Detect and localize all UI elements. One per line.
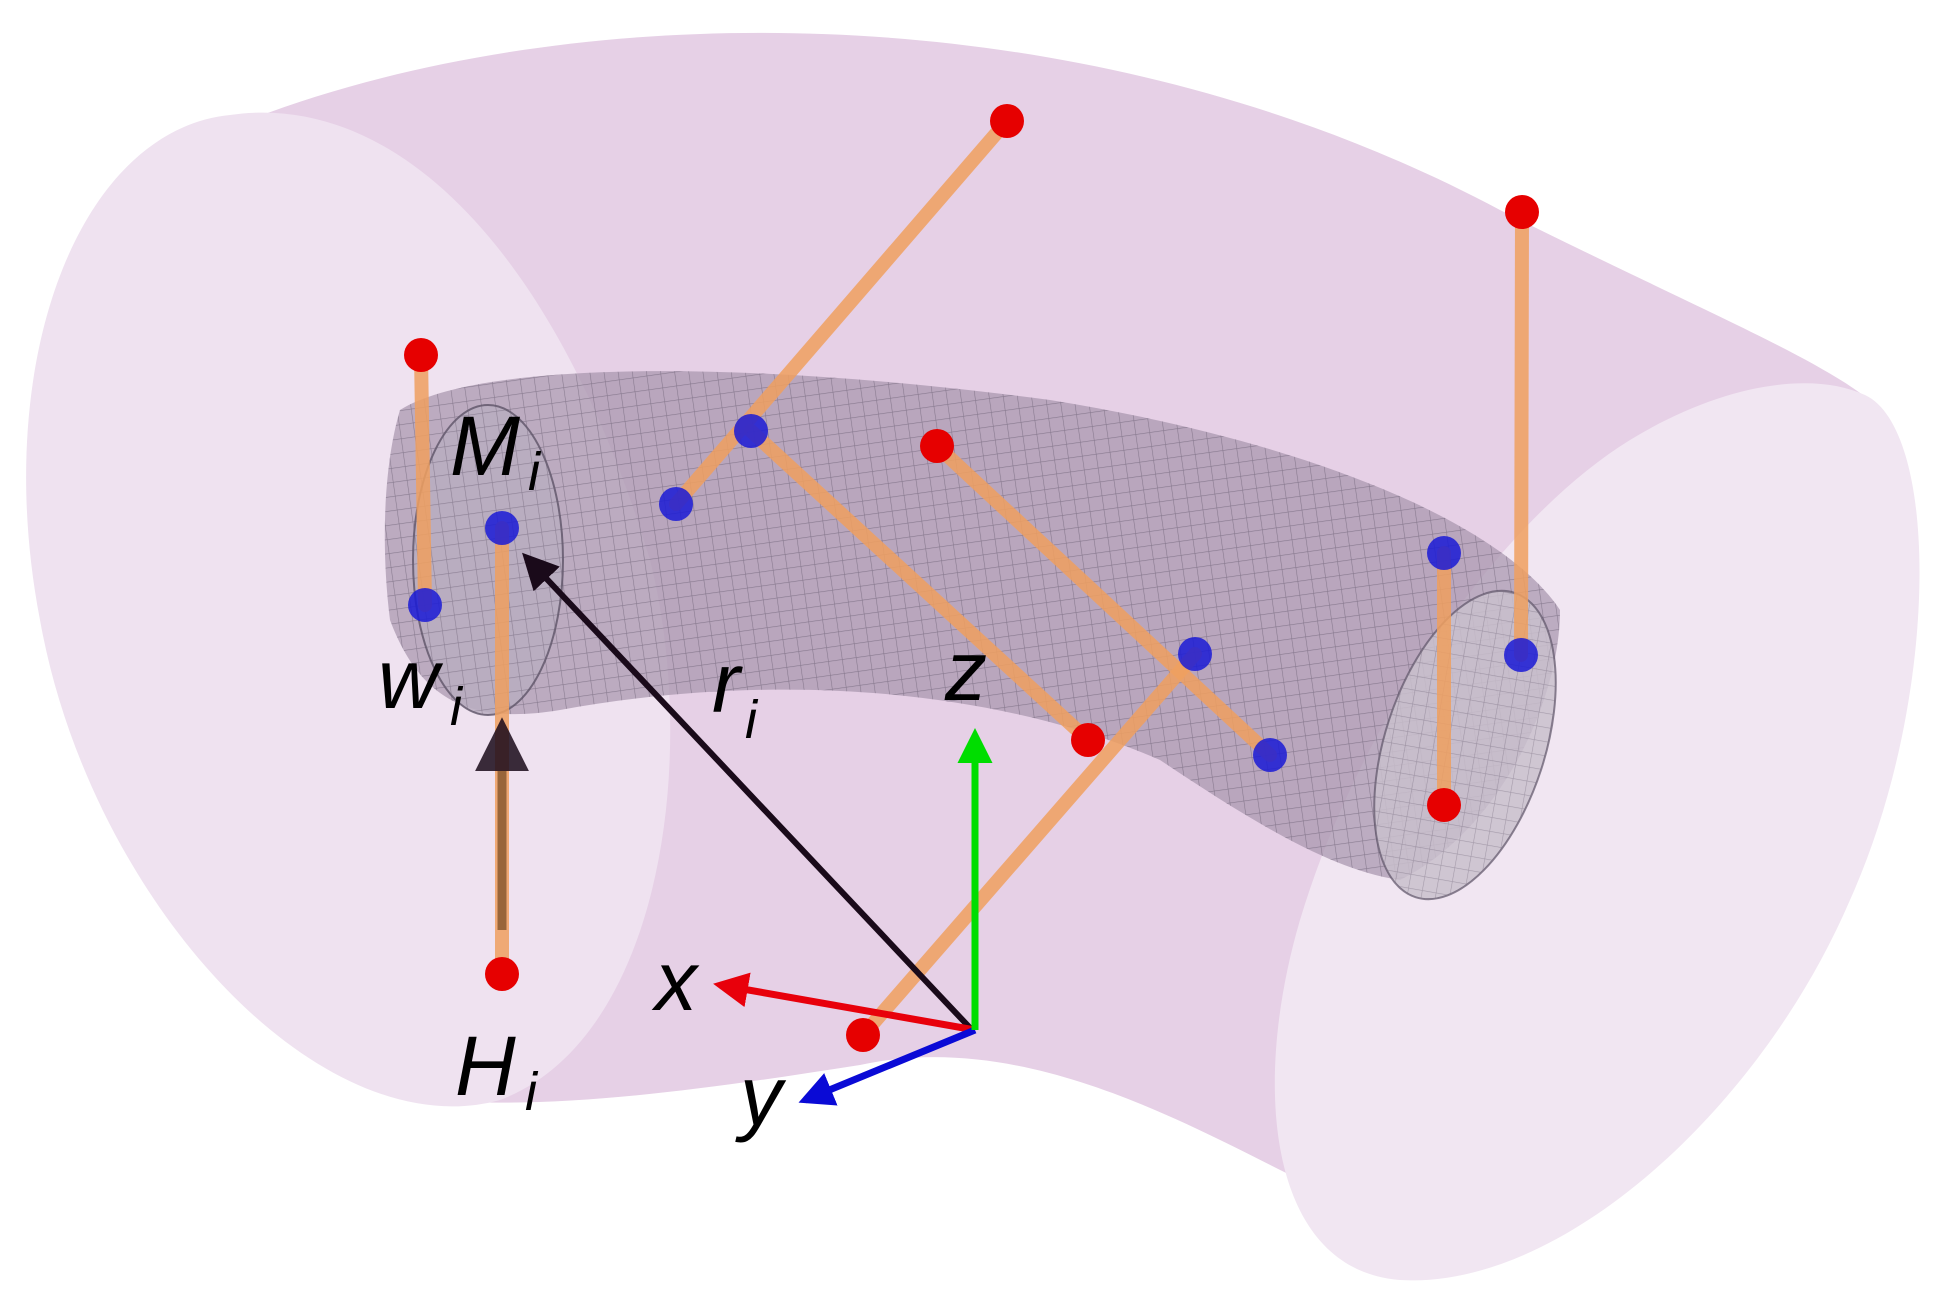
red-point-8 [485,957,519,991]
axis-x-arrow [713,972,976,1034]
blue-point-2 [659,487,693,521]
label-axis-z: z [944,624,987,718]
red-point-1 [404,338,438,372]
outer-tube-right-cap [1274,383,1920,1281]
leg-1-link [414,348,432,612]
vector-r [522,552,975,1033]
label-M: M [450,399,520,493]
label-H: H [455,1019,516,1113]
label-axis-y: y [735,1049,787,1143]
label-axis-x: x [651,934,700,1028]
red-point-6 [846,1018,880,1052]
leg-2-link [669,114,1014,511]
blue-point-8 [485,511,519,545]
blue-point-3 [1504,638,1538,672]
label-r: r [712,636,743,730]
blue-point-4 [1253,738,1287,772]
label-M-subscript: i [528,442,542,502]
leg-4-link [930,439,1277,762]
red-point-3 [1505,195,1539,229]
label-r-subscript: i [745,690,759,750]
axis-y-arrow [798,1026,977,1106]
red-point-7 [1427,788,1461,822]
outer-tube-left-cap [26,112,671,1107]
red-point-2 [990,104,1024,138]
label-H-subscript: i [525,1062,539,1122]
leg-3-link [1514,205,1529,662]
red-point-5 [1071,723,1105,757]
label-w: w [378,632,444,726]
points-group [404,104,1539,1052]
red-point-4 [920,429,954,463]
label-w-subscript: i [450,677,464,737]
blue-point-1 [408,588,442,622]
blue-point-7 [1427,536,1461,570]
leg-5-link [744,424,1095,747]
blue-point-5 [734,414,768,448]
blue-point-6 [1178,637,1212,671]
inner-tube-left-end-mesh [412,404,564,716]
